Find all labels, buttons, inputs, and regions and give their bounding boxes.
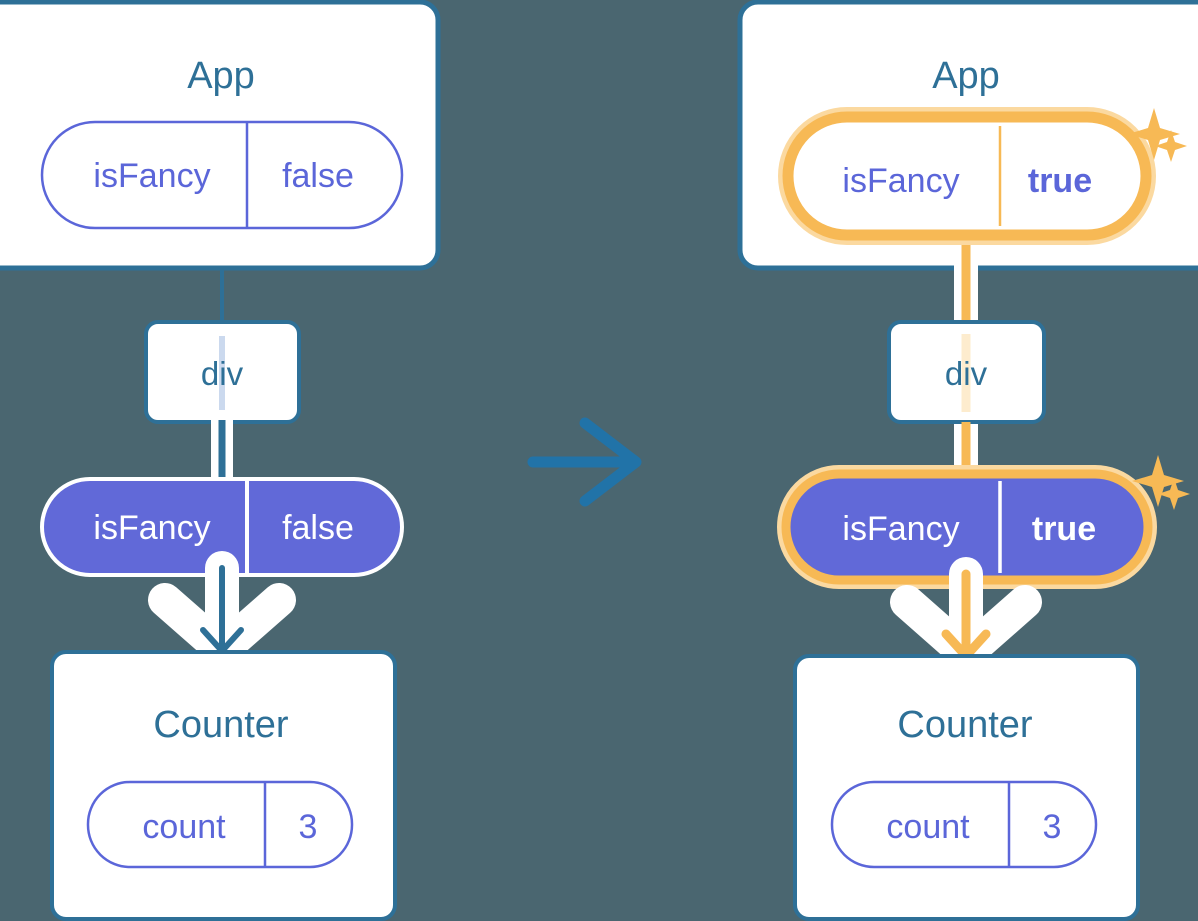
before-div-node-label: div [201,355,244,392]
after-counter-card-title: Counter [897,704,1033,746]
before-flow-arrow-icon [200,565,244,654]
after-counter-pill-key: count [886,808,970,846]
after-prop-pill-value: true [1032,510,1096,548]
after-app-pill-sparkle-icon [1128,108,1187,162]
after-app-pill-highlight-ring [782,111,1152,241]
before-counter-card-title: Counter [153,704,289,746]
arrow-right-icon [527,417,642,507]
after-counter-card[interactable]: Counter count 3 [793,654,1140,921]
sparkle-small-icon [1158,478,1190,510]
after-app-pill-key: isFancy [842,162,959,200]
after-counter-pill-value: 3 [1043,808,1062,846]
before-app-pill[interactable]: isFancy false [40,120,404,230]
after-div-node[interactable]: div [887,320,1046,424]
after-prop-pill-key: isFancy [842,510,959,548]
panel-before: App isFancy false div [0,0,441,921]
before-app-card-title: App [187,55,255,97]
before-div-node[interactable]: div [144,320,301,424]
before-counter-pill-key: count [142,808,226,846]
transition-arrow-icon [527,417,642,507]
before-app-pill-shape [40,120,404,230]
before-prop-pill-value: false [282,509,354,547]
before-app-pill-value: false [282,157,354,195]
before-counter-pill-value: 3 [299,808,318,846]
after-app-pill-value: true [1028,162,1092,200]
before-prop-pill-key: isFancy [93,509,210,547]
sparkle-large-icon [1128,108,1180,160]
after-div-node-label: div [945,355,988,392]
sparkle-small-icon [1155,130,1187,162]
panel-after: App isFancy true div [737,0,1198,921]
after-flow-arrow-group [890,557,1042,671]
after-flow-arrow-icon [941,569,991,661]
after-counter-pill[interactable]: count 3 [830,780,1098,869]
before-counter-pill[interactable]: count 3 [86,780,354,869]
sparkle-large-icon [1132,455,1184,507]
before-counter-card[interactable]: Counter count 3 [50,650,397,921]
after-app-card-title: App [932,55,1000,97]
after-counter-pill-shape [830,780,1098,869]
before-prop-pill[interactable]: isFancy false [40,477,404,577]
after-app-pill[interactable]: isFancy true [778,107,1156,245]
before-flow-arrow-group [148,551,296,667]
after-prop-pill-sparkle-icon [1132,455,1190,510]
before-counter-pill-shape [86,780,354,869]
before-app-pill-key: isFancy [93,157,210,195]
